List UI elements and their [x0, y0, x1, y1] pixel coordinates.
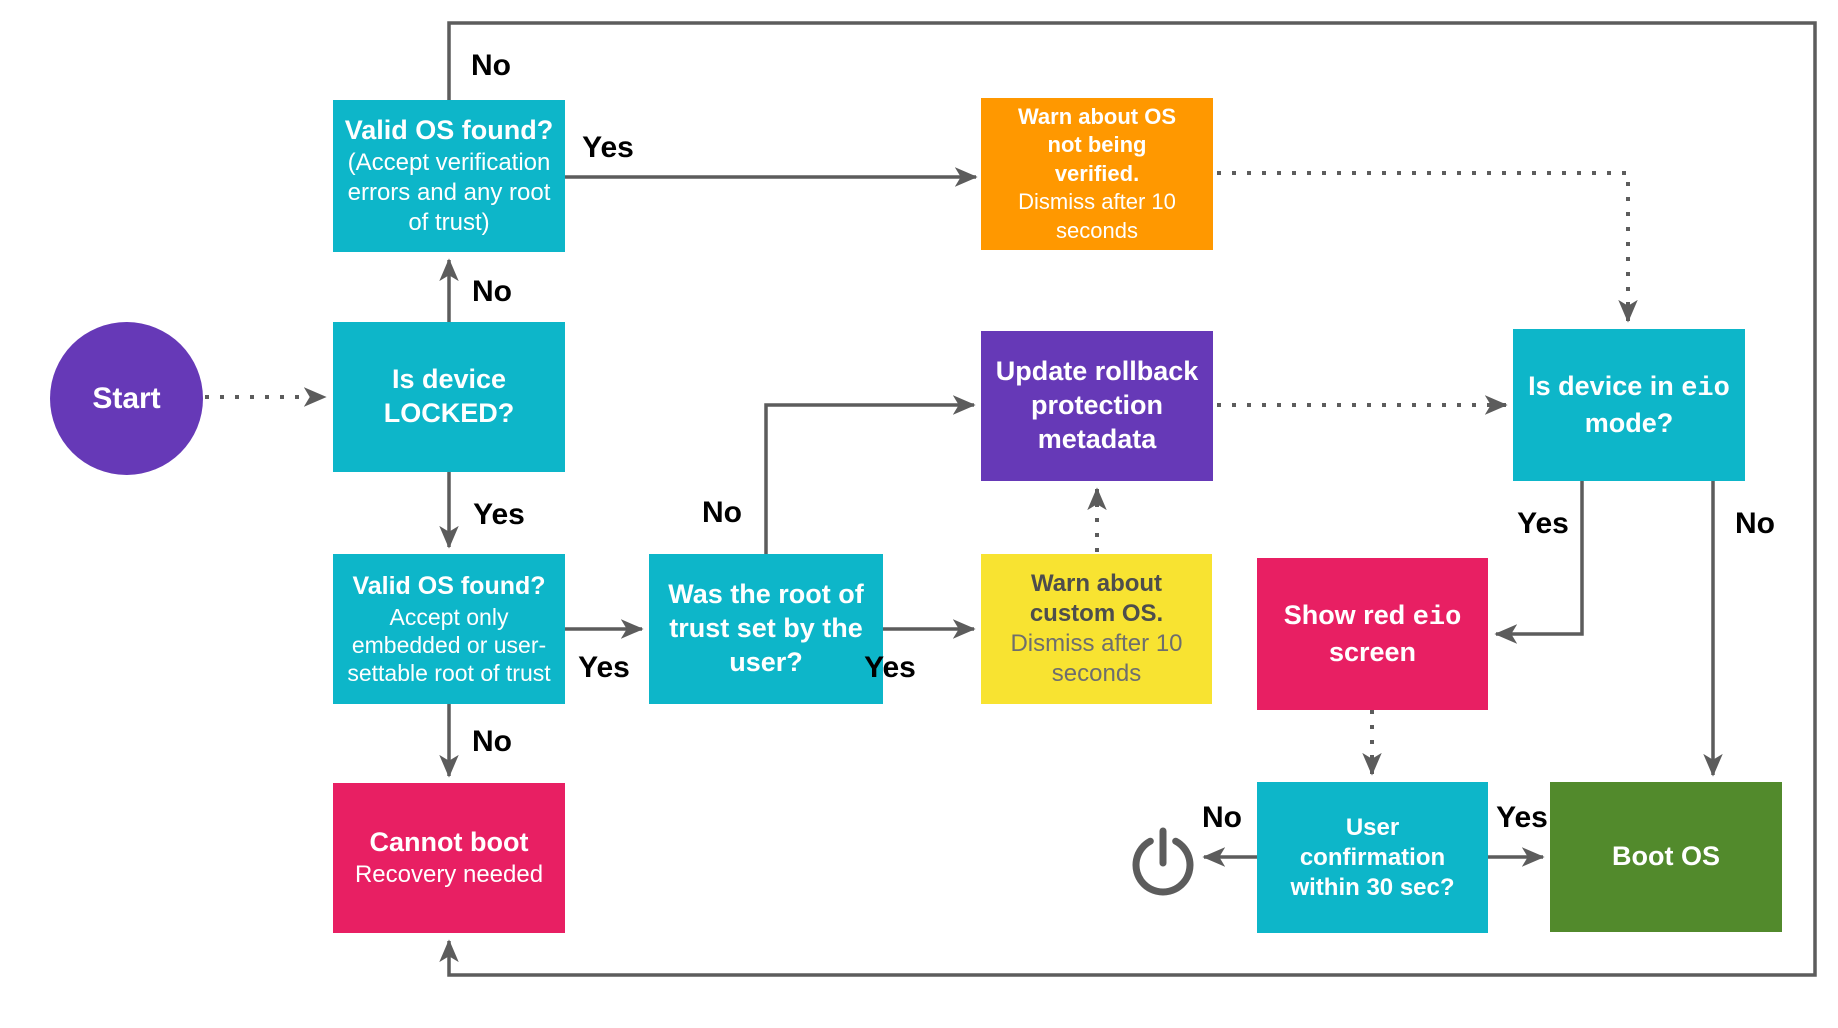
node-title: Warn about custom OS.	[1029, 570, 1164, 627]
edge-label-validosany-yes: Yes	[582, 131, 634, 164]
edge-label-conf-yes: Yes	[1496, 801, 1548, 834]
node-boot-os: Boot OS	[1550, 782, 1782, 932]
power-icon	[1132, 827, 1194, 896]
node-subtitle: Dismiss after 10 seconds	[1018, 189, 1176, 243]
node-title: Start	[92, 381, 161, 415]
node-title: Warn about OS not being verified.	[1017, 103, 1177, 186]
edge-label-embedded-yes: Yes	[578, 651, 630, 684]
node-show-red-eio-screen: Show red eio screen	[1257, 558, 1488, 710]
connector-rootoftrust-no-to-rollback	[764, 395, 976, 554]
node-title: Was the root of trust set by the user?	[668, 579, 864, 677]
edge-label-root-yes: Yes	[864, 651, 916, 684]
node-title: Boot OS	[1612, 841, 1720, 872]
node-is-device-locked: Is device LOCKED?	[333, 322, 565, 472]
edge-label-validosany-no: No	[471, 49, 511, 82]
connector-eio-yes-to-showredeio	[1494, 481, 1584, 644]
node-cannot-boot: Cannot boot Recovery needed	[333, 783, 565, 933]
node-title: Valid OS found?	[352, 572, 546, 601]
node-subtitle: Dismiss after 10 seconds	[1010, 630, 1183, 687]
connector-warn-to-eio	[1217, 171, 1638, 323]
node-title: Is device in eio mode?	[1528, 370, 1730, 438]
edge-label-eio-yes: Yes	[1517, 507, 1569, 540]
connector-validosany-no-loop-to-cannotboot	[439, 21, 1817, 977]
node-title: Valid OS found?	[344, 115, 554, 146]
edge-label-locked-no: No	[472, 275, 512, 308]
edge-label-root-no: No	[702, 496, 742, 529]
node-is-device-in-eio-mode: Is device in eio mode?	[1513, 329, 1745, 481]
node-update-rollback: Update rollback protection metadata	[981, 331, 1213, 481]
node-subtitle: (Accept verification errors and any root…	[347, 148, 551, 236]
node-title: User confirmation within 30 sec?	[1290, 813, 1455, 901]
node-user-confirmation: User confirmation within 30 sec?	[1257, 782, 1488, 933]
node-title: Show red eio screen	[1283, 599, 1462, 667]
node-warn-not-verified: Warn about OS not being verified. Dismis…	[981, 98, 1213, 250]
edge-label-conf-no: No	[1202, 801, 1242, 834]
node-valid-os-any: Valid OS found? (Accept verification err…	[333, 100, 565, 252]
node-start: Start	[50, 322, 203, 475]
edge-label-embedded-no: No	[472, 725, 512, 758]
node-subtitle: Recovery needed	[354, 860, 544, 888]
node-valid-os-embedded: Valid OS found? Accept only embedded or …	[333, 554, 565, 704]
node-warn-custom-os: Warn about custom OS. Dismiss after 10 s…	[981, 554, 1212, 704]
edge-label-eio-no: No	[1735, 507, 1775, 540]
node-title: Update rollback protection metadata	[995, 356, 1199, 454]
edge-label-locked-yes: Yes	[473, 498, 525, 531]
node-subtitle: Accept only embedded or user-settable ro…	[347, 603, 551, 686]
node-title: Cannot boot	[369, 827, 529, 858]
node-title: Is device LOCKED?	[383, 364, 515, 428]
node-root-of-trust-user: Was the root of trust set by the user?	[649, 554, 883, 704]
